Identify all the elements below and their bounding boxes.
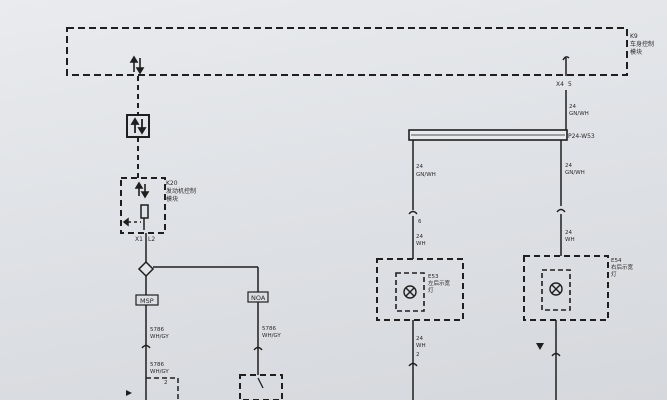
left-top-wire-gauge: 24: [416, 164, 423, 170]
data-link-arrows-icon: [129, 55, 145, 75]
msp-connector-icon: [141, 344, 151, 349]
right-mid-wire-color: GN/WH: [565, 170, 585, 176]
ground-resistor-icon: [122, 204, 149, 230]
msp-ground-arrow-icon: [126, 390, 132, 396]
body-control-module-name-2: 模块: [630, 48, 642, 56]
body-control-module-box: [66, 27, 628, 76]
right-lower-connector-icon: [551, 352, 561, 357]
noa-wire-color: WH/GY: [262, 333, 281, 339]
right-low-wire-gauge: 24: [565, 230, 572, 236]
right-lamp-icon: [549, 282, 563, 296]
pin-x4-number: 5: [568, 81, 572, 88]
right-top-wire-color: GN/WH: [569, 111, 589, 117]
msp-lower-color: WH/GY: [150, 369, 169, 375]
engine-control-module-name-2: 模块: [166, 195, 178, 203]
engine-module-arrows-icon: [134, 181, 150, 199]
left-lamp-outer-box: [376, 258, 464, 321]
left-lamp-name: 左后示宽: [428, 279, 451, 287]
left-lower-pin: 2: [416, 352, 420, 358]
left-mid-pin: 6: [418, 219, 422, 225]
left-lamp-icon: [403, 285, 417, 299]
pin-x4-label: X4: [556, 81, 564, 88]
msp-lower-gauge: 5786: [150, 362, 164, 368]
splice-label: P24-W53: [568, 133, 595, 140]
right-connector-icon: [556, 208, 566, 213]
right-top-wire-gauge: 24: [569, 104, 576, 110]
engine-control-module-id: K20: [166, 180, 178, 187]
left-mid-wire-gauge: 24: [416, 234, 423, 240]
splice-diamond: [137, 260, 155, 278]
left-lamp-inner-box: [395, 272, 425, 312]
left-lamp-name-2: 灯: [428, 286, 434, 294]
right-lamp-inner-box: [541, 269, 571, 311]
right-ground-arrow-icon: [536, 343, 544, 350]
msp-wire-gauge: 5786: [150, 327, 164, 333]
msp-tag-box: [135, 294, 159, 306]
left-lower-wire-color: WH: [416, 343, 426, 349]
right-lamp-name-2: 灯: [611, 270, 617, 278]
msp-lower-pin: 2: [164, 380, 168, 386]
noa-connector-icon: [253, 346, 263, 351]
data-link-box: [126, 114, 150, 138]
engine-control-module-box: [120, 177, 166, 234]
body-control-module-name: 车身控制: [630, 40, 654, 48]
engine-control-module-name: 发动机控制: [166, 187, 196, 195]
right-lamp-outer-box: [523, 255, 609, 321]
noa-wire-gauge: 5786: [262, 326, 276, 332]
left-lower-connector-icon: [408, 362, 418, 367]
left-top-wire-color: GN/WH: [416, 172, 436, 178]
right-low-wire-color: WH: [565, 237, 575, 243]
msp-tag-label: MSP: [140, 297, 154, 305]
noa-lower-box: [239, 374, 283, 400]
right-lamp-name: 右后示宽: [611, 263, 634, 271]
pin-connector-icon: [562, 56, 570, 76]
left-mid-wire-color: WH: [416, 241, 426, 247]
left-connector-icon: [408, 210, 418, 215]
noa-switch: [257, 377, 264, 389]
body-control-module-id: K9: [630, 33, 638, 40]
noa-tag-label: NOA: [251, 294, 266, 302]
right-lamp-id: E54: [611, 258, 622, 264]
left-lower-wire-gauge: 24: [416, 336, 423, 342]
pin-x1-label: X1: [135, 236, 143, 243]
pin-x1-number: L2: [148, 236, 155, 243]
msp-wire-color: WH/GY: [150, 334, 169, 340]
right-mid-wire-gauge: 24: [565, 163, 572, 169]
data-link-box-arrows-icon: [130, 117, 147, 135]
left-lamp-id: E53: [428, 274, 439, 280]
